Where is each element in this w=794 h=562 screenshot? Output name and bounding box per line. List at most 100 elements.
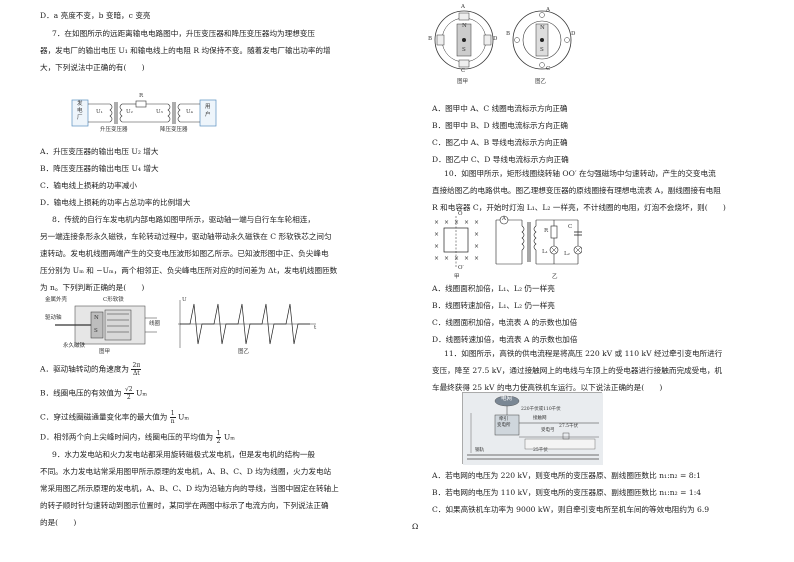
q8-option-c-denominator: n [170,418,175,425]
q9-fig-b-n-pole: N [540,25,545,31]
q10-option-d: D．线圈转速加倍，电流表 A 的示数也加倍 [432,335,578,344]
q8-metal-case-label: 金属外壳 [45,297,68,303]
q7-plant-label-2: 电 [77,108,83,114]
q11-grid-label: 电网 [501,396,513,402]
q11-rail-label: 钢轨 [475,448,484,453]
svg-text:×: × [434,255,439,262]
q7-step-up-caption: 升压变压器 [100,127,128,133]
q11-substation-label-2: 变电所 [497,423,511,428]
q11-kv-25-label: 25千伏 [533,448,548,453]
q11-option-c-unit: Ω [412,522,419,531]
q10-resistor-label: R [544,228,549,234]
q8-option-b-denominator: 2 [126,394,131,401]
q11-kv-275-label: 27.5千伏 [559,424,579,429]
q7-stem-line-2: 器，发电厂的输出电压 U₁ 和输电线上的电阻 R 均保持不变。随着发电厂输出功率… [40,46,331,55]
q9-fig-a-s-pole: S [462,47,466,53]
q8-option-c-tail: Uₘ [178,412,190,422]
q8-stem-line-1: 8．传统的自行车发电机内部电路如图甲所示，驱动轴一端与自行车车轮相连， [52,215,316,224]
q8-option-c-text: C．穿过线圈磁通量变化率的最大值为 [40,412,168,422]
q7-u2-label: U₂ [126,109,133,115]
q9-fig-b-s-pole: S [540,47,544,53]
q8-fig-b-caption: 图乙 [238,349,250,355]
q8-c-core-label: C形软铁 [103,297,124,303]
q8-option-b-numerator: √2 [123,386,134,394]
q8-stem-line-3: 速转动。发电机线圈两端产生的交变电压波形如图乙所示。已知波形图中正、负尖峰电 [40,249,329,258]
svg-text:×: × [474,255,479,262]
q10-axis-o-prime: O′ [458,265,464,271]
svg-text:×: × [444,255,449,262]
svg-text:×: × [474,231,479,238]
q9-fig-a-coil-a: A [461,4,465,10]
q8-generator-diagram: 金属外壳 C形软铁 驱动轴 永久磁铁 线圈 N S 图甲 [45,297,165,356]
q9-stem-line-5: 的是( ) [40,518,77,527]
q11-substation-label-1: 牵引 [499,417,508,422]
q10-option-a: A．线圈面积加倍，L₁、L₂ 仍一样亮 [432,284,555,293]
q9-fig-a-coil-c: C [461,68,466,74]
q7-option-a: A．升压变压器的输出电压 U₂ 增大 [40,147,159,156]
q8-stem-line-2: 另一端连接条形永久磁铁，车轮转动过程中，驱动轴带动永久磁铁在 C 形软铁芯之间匀 [40,232,332,241]
q7-option-b: B．降压变压器的输出电压 U₄ 增大 [40,164,159,173]
q11-option-b: B．若电网的电压为 110 kV，则变电所的变压器原、副线圈匝数比 n₁:n₂ … [432,488,702,497]
q9-stem-line-3: 常采用图乙所示原理的发电机，A、B、C、D 均为沿轴方向的导线，当图中固定在转轴… [40,484,339,493]
q10-axis-o: O [458,211,463,217]
q9-stem-line-2: 不同。水力发电站常采用图甲所示原理的发电机，A、B、C、D 均为线圈，火力发电站 [40,467,332,476]
q8-s-pole: S [94,328,98,334]
q7-stem-line-1: 7．在如图所示的远距离输电电路图中，升压变压器和降压变压器均为理想变压 [52,29,316,38]
q10-stem-line-2: 直接给图乙的电路供电。图乙理想变压器的原线圈接有理想电流表 A，副线圈接有电阻 [432,186,721,195]
q10-stem-line-3: R 和电容器 C，开始时灯泡 L₁、L₂ 一样亮，不计线圈的电阻，灯泡不会烧坏，… [432,203,726,212]
q8-option-d-text: D．相邻两个向上尖峰时间内，线圈电压的平均值为 [40,432,214,442]
q9-fig-b-generator: N S A B C D 图乙 [506,6,576,90]
q11-stem-line-2: 变压，降至 27.5 kV，通过接触网上的电线与车顶上的受电器进行接触而完成受电… [432,366,723,375]
q9-fig-b-wire-c: C [546,66,551,72]
q8-option-c-numerator: 1 [169,410,176,418]
q10-fig-a-caption: 甲 [454,274,460,280]
q9-option-d: D．图乙中 C、D 导线电流标示方向正确 [432,155,569,164]
q8-coil-label: 线圈 [149,321,161,327]
q8-fig-a-caption: 图甲 [99,349,111,355]
q8-magnet-label: 永久磁铁 [63,343,86,349]
q10-fig-a-rotating-coil: ××××× ×× ×× ××××× O O′ 甲 [432,211,484,282]
q7-user-label-1: 用 [205,104,211,110]
q8-stem-line-5: 为 n。下列判断正确的是( ) [40,283,145,292]
q9-option-c: C．图乙中 A、B 导线电流标示方向正确 [432,138,568,147]
q9-fig-a-coil-d: D [493,36,498,42]
q11-contact-line-label: 接触网 [533,416,547,421]
q10-option-b: B．线圈转速加倍，L₁、L₂ 仍一样亮 [432,301,555,310]
q10-stem-line-1: 10．如图甲所示，矩形线圈绕转轴 OO′ 在匀强磁场中匀速转动，产生的交变电流 [444,169,716,178]
q8-option-d-denominator: 2 [216,438,221,445]
q9-fig-b-wire-d: D [571,31,576,37]
q9-fig-a-n-pole: N [462,23,467,29]
svg-text:×: × [454,255,459,262]
q10-fig-b-caption: 乙 [552,274,558,280]
q8-drive-shaft-label: 驱动轴 [45,315,62,321]
q8-u-axis-label: U [182,297,187,303]
q10-fig-b-transformer-circuit: A R C L₁ L₂ 乙 [492,212,582,282]
q11-option-c: C．如果高铁机车功率为 9000 kW，则自牵引变电所至机车间的等效电阻约为 6… [432,505,710,514]
q7-user-label-2: 户 [205,112,211,118]
q7-stem-line-3: 大，下列说法中正确的有( ) [40,63,145,72]
q11-option-a: A．若电网的电压为 220 kV，则变电所的变压器原、副线圈匝数比 n₁:n₂ … [432,471,701,480]
svg-text:×: × [434,243,439,250]
q10-ammeter-label: A [502,216,506,222]
q9-fig-a-coil-b: B [428,36,433,42]
q7-u3-label: U₃ [156,109,163,115]
q11-stem-line-1: 11．如图所示，高铁的供电流程是将高压 220 kV 或 110 kV 经过牵引… [444,349,723,358]
svg-text:×: × [434,219,439,226]
q8-n-pole: N [94,315,99,321]
q8-option-a-numerator: 2π [131,362,142,370]
q7-u4-label: U₄ [186,109,193,115]
svg-text:×: × [474,243,479,250]
q9-stem-line-4: 的转子顺时针匀速转动到图示位置时，某同学在两图中标示了电流方向，下列说法正确 [40,501,329,510]
q9-option-a: A．图甲中 A、C 线圈电流标示方向正确 [432,104,568,113]
q8-option-b-tail: Uₘ [136,388,148,398]
q9-fig-b-caption: 图乙 [535,79,547,85]
q9-stem-line-1: 9．水力发电站和火力发电站都采用旋转磁极式发电机，但是发电机的结构一般 [52,450,316,459]
